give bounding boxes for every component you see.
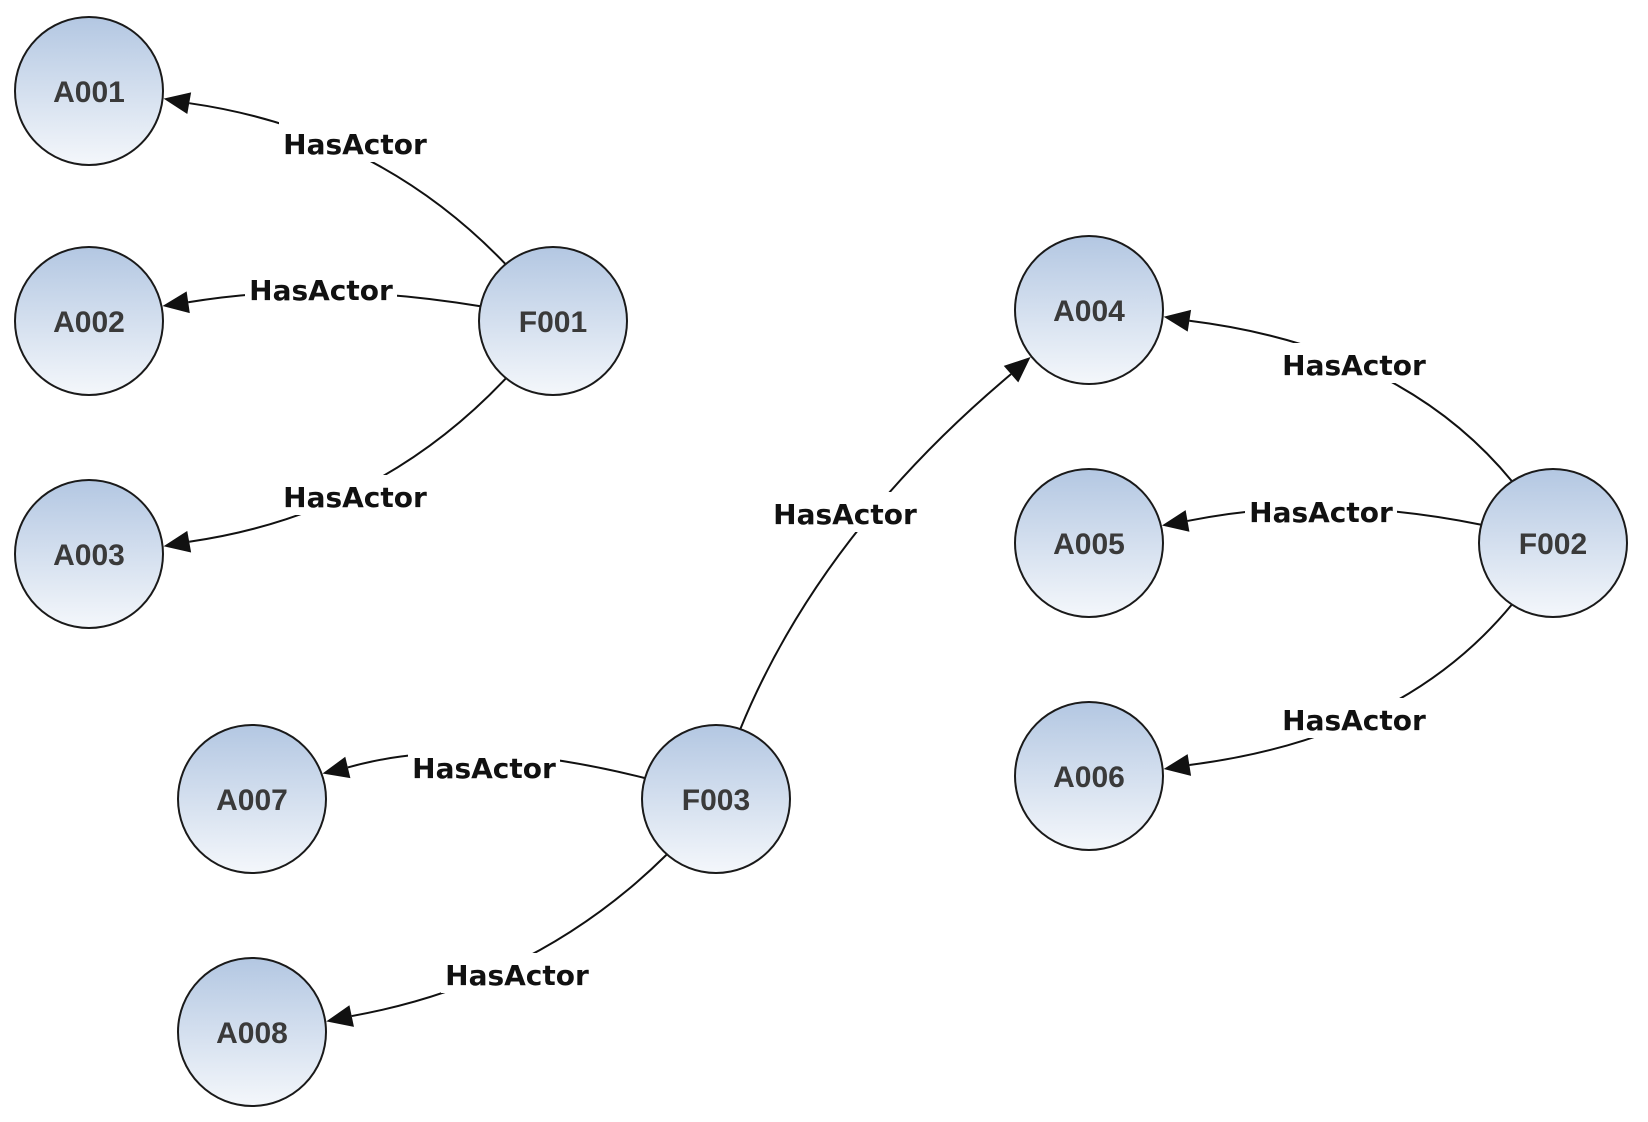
node-circle (14, 479, 164, 629)
node-label: A005 (1053, 528, 1125, 561)
arrowhead-icon (162, 291, 190, 314)
edge-label-background (1278, 698, 1430, 738)
edge-label: HasActor (773, 498, 917, 531)
node-circle (14, 16, 164, 166)
node-a005[interactable]: A005 (1014, 468, 1164, 618)
node-a002[interactable]: A002 (14, 246, 164, 396)
node-a007[interactable]: A007 (177, 724, 327, 874)
arrowhead-icon (163, 92, 192, 115)
edge-label: HasActor (445, 959, 589, 992)
edge-label-background (279, 475, 431, 515)
arrowhead-icon (1003, 357, 1031, 383)
arrowhead-icon (322, 756, 351, 779)
edge-label: HasActor (1282, 704, 1426, 737)
node-label: A006 (1053, 761, 1125, 794)
edge-f001-a003: HasActor (163, 377, 507, 553)
edge-f003-a007: HasActor (322, 746, 646, 786)
node-circle (641, 724, 791, 874)
node-circle (1478, 468, 1628, 618)
edge-label: HasActor (412, 752, 556, 785)
node-label: A007 (216, 784, 288, 817)
node-label: A004 (1053, 295, 1125, 328)
edge-label: HasActor (249, 274, 393, 307)
edge-line (189, 377, 507, 543)
edge-line (739, 373, 1012, 730)
arrowhead-icon (1161, 510, 1190, 532)
arrowhead-icon (326, 1005, 354, 1027)
node-circle (478, 246, 628, 396)
node-a006[interactable]: A006 (1014, 701, 1164, 851)
node-label: F001 (519, 306, 587, 339)
node-label: F003 (682, 784, 750, 817)
node-f002[interactable]: F002 (1478, 468, 1628, 618)
node-a008[interactable]: A008 (177, 957, 327, 1107)
node-label: A002 (53, 306, 125, 339)
edge-label-background (769, 492, 921, 532)
arrowhead-icon (1163, 309, 1192, 332)
node-label: A003 (53, 539, 125, 572)
node-a003[interactable]: A003 (14, 479, 164, 629)
arrowhead-icon (1163, 754, 1192, 776)
node-f003[interactable]: F003 (641, 724, 791, 874)
edge-label: HasActor (283, 128, 427, 161)
node-circle (1014, 468, 1164, 618)
node-label: A001 (53, 76, 125, 109)
edge-f002-a006: HasActor (1163, 603, 1513, 776)
node-circle (14, 246, 164, 396)
node-circle (177, 957, 327, 1107)
node-circle (177, 724, 327, 874)
edge-line (1189, 603, 1513, 766)
edges-layer: HasActorHasActorHasActorHasActorHasActor… (162, 92, 1513, 1027)
edge-f003-a004: HasActor (739, 357, 1031, 730)
edge-f002-a005: HasActor (1161, 490, 1482, 532)
node-label: F002 (1519, 528, 1587, 561)
edge-label: HasActor (1282, 349, 1426, 382)
edge-f003-a008: HasActor (326, 853, 668, 1027)
node-a004[interactable]: A004 (1014, 235, 1164, 385)
node-f001[interactable]: F001 (478, 246, 628, 396)
edge-label-background (279, 122, 431, 162)
edge-f002-a004: HasActor (1163, 309, 1513, 482)
edge-f001-a002: HasActor (162, 268, 481, 314)
node-circle (1014, 235, 1164, 385)
edge-label-background (408, 746, 560, 786)
node-label: A008 (216, 1017, 288, 1050)
arrowhead-icon (163, 530, 192, 553)
node-a001[interactable]: A001 (14, 16, 164, 166)
node-circle (1014, 701, 1164, 851)
edge-label: HasActor (283, 481, 427, 514)
edge-f001-a001: HasActor (163, 92, 507, 265)
edge-label-background (1245, 490, 1397, 530)
edge-label-background (245, 268, 397, 308)
edge-label: HasActor (1249, 496, 1393, 529)
edge-label-background (441, 953, 593, 993)
edge-label-background (1278, 343, 1430, 383)
